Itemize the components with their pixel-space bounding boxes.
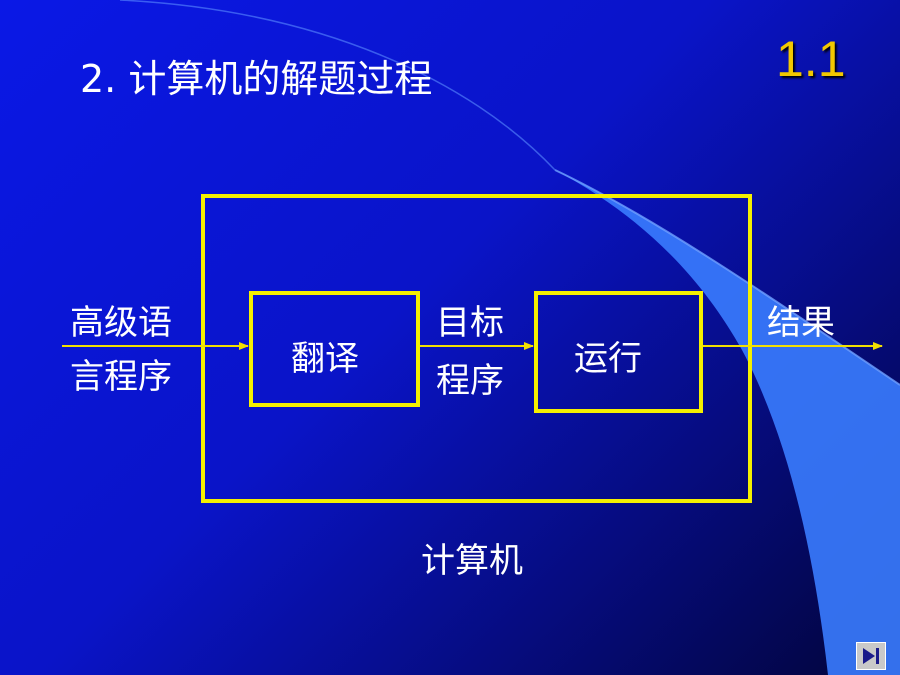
swoosh-highlight — [554, 169, 900, 386]
input-label-line1: 高级语 — [70, 303, 172, 343]
middle-label-line2: 程序 — [436, 361, 504, 401]
middle-label-line1: 目标 — [436, 303, 504, 343]
slide-title: 2. 计算机的解题过程 — [80, 57, 433, 101]
section-number: 1.1 — [776, 31, 846, 87]
swoosh-band — [555, 170, 900, 675]
translate-box-label: 翻译 — [291, 339, 359, 379]
run-box — [534, 291, 703, 413]
run-box-label: 运行 — [574, 339, 642, 379]
input-label-line2: 言程序 — [70, 357, 172, 397]
computer-container-box — [201, 194, 752, 503]
swoosh-thin-line — [119, 0, 556, 171]
next-slide-button[interactable] — [856, 642, 886, 670]
output-label: 结果 — [767, 303, 835, 343]
container-label: 计算机 — [421, 541, 523, 581]
translate-box — [249, 291, 420, 407]
play-end-icon — [863, 648, 879, 664]
